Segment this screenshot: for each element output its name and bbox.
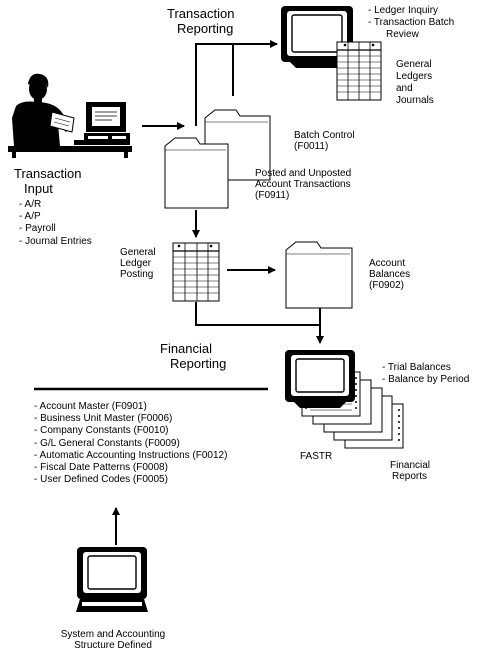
- financial-reporting-title: Financial Reporting: [160, 341, 227, 371]
- list-item: - Account Master (F0901): [34, 401, 147, 412]
- list-item: - Company Constants (F0010): [34, 425, 169, 437]
- list-item: - Balance by Period: [382, 374, 470, 386]
- connector-posting-to-reporting: [195, 302, 320, 326]
- list-item: - G/L General Constants (F0009): [34, 437, 180, 449]
- account-balances-label: Account Balances (F0902): [369, 258, 411, 291]
- transaction-input-list: - A/R - A/P - Payroll - Journal Entries: [19, 199, 92, 248]
- list-item: - Fiscal Date Patterns (F0008): [34, 462, 168, 474]
- posted-unposted-label: Posted and Unposted Account Transactions…: [255, 168, 352, 201]
- system-structure-label: System and Accounting Structure Defined: [60, 629, 166, 651]
- fastr-label: FASTR: [300, 451, 333, 462]
- general-ledgers-sheet-icon: [336, 41, 382, 101]
- gl-posting-label: General Ledger Posting: [120, 247, 156, 280]
- person-at-terminal-icon: [8, 73, 132, 158]
- system-structure-monitor-icon: [76, 547, 148, 612]
- account-balances-folder-icon: [285, 241, 353, 309]
- arrow-batch-to-reporting: [195, 40, 278, 126]
- list-item: - Automatic Accounting Instructions (F00…: [34, 449, 228, 461]
- list-item: - Journal Entries: [19, 235, 92, 247]
- list-item: - Ledger Inquiry: [368, 5, 439, 16]
- setup-tables-list: - Account Master (F0901) - Business Unit…: [34, 401, 227, 486]
- ledger-inquiry-monitor-icon: [281, 6, 353, 68]
- account-transactions-folder-icon: [164, 137, 229, 209]
- list-item: - Trial Balances: [382, 362, 451, 373]
- list-item: - Business Unit Master (F0006): [34, 413, 173, 425]
- list-item: - Payroll: [19, 223, 56, 235]
- transaction-input-title: Transaction Input: [14, 166, 82, 196]
- list-item: - A/P: [19, 211, 41, 223]
- general-ledger-posting-sheet-icon: [172, 242, 220, 302]
- financial-reporting-monitor-icon: [285, 350, 355, 408]
- list-item: - A/R: [19, 199, 42, 210]
- batch-control-label: Batch Control (F0011): [294, 130, 355, 152]
- transaction-reporting-title: Transaction Reporting: [167, 6, 235, 36]
- financial-reports-label: Financial Reports: [390, 460, 431, 482]
- list-item: Review: [386, 29, 419, 41]
- general-ledgers-label: General Ledgers and Journals: [396, 59, 434, 106]
- list-item: - User Defined Codes (F0005): [34, 474, 168, 486]
- list-item: - Transaction Batch: [368, 17, 455, 29]
- financial-reporting-list: - Trial Balances - Balance by Period: [382, 362, 469, 386]
- transaction-reporting-list: - Ledger Inquiry - Transaction Batch Rev…: [368, 5, 454, 42]
